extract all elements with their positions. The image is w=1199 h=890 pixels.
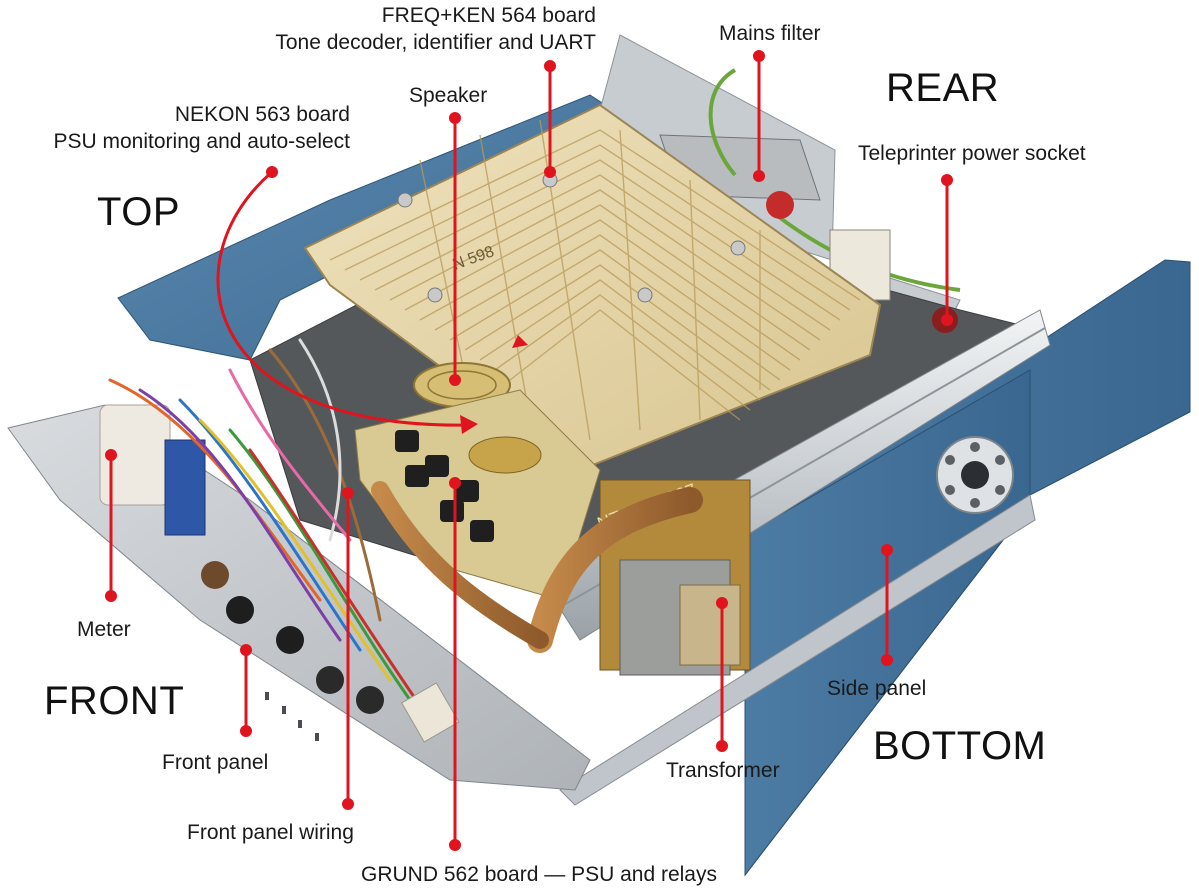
- front-panel-wiring-shape: [108, 338, 432, 722]
- callout-side-panel: Side panel: [827, 677, 927, 700]
- bottom-rail: [559, 494, 1036, 806]
- callout-front-panel-wiring: Front panel wiring: [187, 821, 354, 844]
- mounting-flange: [936, 436, 1014, 514]
- callout-freq-ken: FREQ+KEN 564 board Tone decoder, identif…: [275, 2, 596, 56]
- callout-nekon: NEKON 563 board PSU monitoring and auto-…: [54, 101, 351, 155]
- callout-nekon-line2: PSU monitoring and auto-select: [53, 130, 351, 153]
- front-panel-holes: [265, 692, 319, 741]
- label-front: FRONT: [44, 679, 185, 723]
- callout-mains-filter: Mains filter: [719, 22, 821, 45]
- callout-front-panel: Front panel: [162, 751, 269, 774]
- callout-markers: [105, 50, 953, 851]
- callout-speaker: Speaker: [409, 84, 488, 107]
- meter-shape: [99, 404, 206, 536]
- callout-freq-ken-line2: Tone decoder, identifier and UART: [275, 31, 596, 54]
- front-panel-controls: [201, 561, 460, 743]
- main-pcb: N 598: [303, 103, 882, 472]
- label-rear: REAR: [886, 66, 1000, 110]
- callout-nekon-line1: NEKON 563 board: [174, 103, 350, 126]
- callout-meter: Meter: [77, 618, 131, 641]
- callout-teleprinter-power: Teleprinter power socket: [858, 142, 1086, 165]
- callout-transformer: Transformer: [666, 759, 780, 782]
- callout-freq-ken-line1: FREQ+KEN 564 board: [381, 4, 596, 27]
- cable-harness: [371, 481, 703, 653]
- label-top: TOP: [97, 190, 181, 234]
- callout-grund: GRUND 562 board — PSU and relays: [361, 863, 717, 886]
- label-bottom: BOTTOM: [873, 724, 1047, 768]
